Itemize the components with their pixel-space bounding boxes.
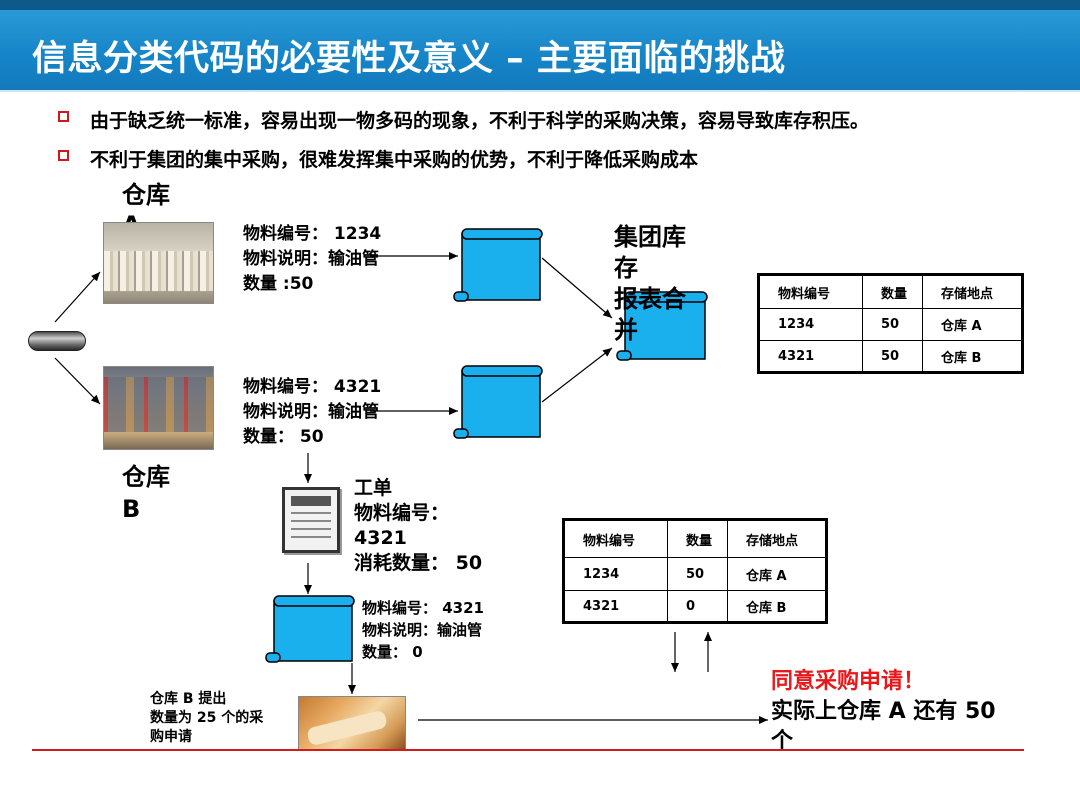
table-header-cell: 物料编号 [758,274,863,309]
table-cell: 仓库 A [922,308,1023,341]
approval-detail-line1: 实际上仓库 A 还有 50 [771,699,996,724]
arrow-scroll-a-to-report [541,257,613,319]
warehouse-b-label: 仓库 B [122,461,170,525]
table-header-cell: 存储地点 [922,274,1023,309]
group-report-label: 集团库 存 报表合 并 [614,222,686,346]
updated-material-code: 物料编号： 4321 [362,599,484,617]
arrow-source-to-b [54,357,101,405]
table-cell: 仓库 A [727,557,827,591]
table-cell: 1234 [563,557,668,591]
warehouse-b-record-updated: 物料编号： 4321 物料说明：输油管 数量： 0 [362,597,484,663]
table-header-row: 物料编号 数量 存储地点 [758,274,1023,309]
title-underline [0,90,1080,92]
work-order-title: 工单 [354,477,393,499]
table-header-cell: 数量 [862,274,923,309]
bullet-marker-2 [58,150,69,161]
approval-heading: 同意采购申请！ [771,669,926,694]
group-report-line3: 报表合 [614,285,686,313]
warehouse-b-label-line2: B [122,495,141,523]
table-cell: 0 [667,590,728,623]
group-report-line4: 并 [614,316,638,344]
work-order-text: 工单 物料编号： 4321 消耗数量： 50 [354,476,482,576]
signing-request-photo [298,696,406,751]
footer-divider [32,749,1024,751]
table-cell: 4321 [563,590,668,623]
arrow-source-to-a [54,271,101,323]
table-header-row: 物料编号 数量 存储地点 [563,519,827,558]
scroll-icon-b-updated [265,595,355,663]
table-cell: 50 [667,557,728,591]
purchase-request-line3: 购申请 [150,729,192,745]
scroll-icon-a [453,228,543,302]
table-cell: 仓库 B [922,340,1023,373]
top-strip [0,0,1080,10]
approval-note: 同意采购申请！ 实际上仓库 A 还有 50 个 [771,667,996,757]
table-row: 1234 50 仓库 A [758,308,1023,341]
warehouse-a-quantity: 数量 :50 [243,274,314,294]
work-order-code-value: 4321 [354,527,407,549]
table-cell: 50 [862,308,923,341]
warehouse-a-photo [103,222,214,304]
bullet-text-1: 由于缺乏统一标准，容易出现一物多码的现象，不利于科学的采购决策，容易导致库存积压… [90,110,870,132]
inventory-table-after: 物料编号 数量 存储地点 1234 50 仓库 A 4321 0 仓库 B [562,518,828,624]
warehouse-a-record: 物料编号： 1234 物料说明：输油管 数量 :50 [243,222,381,297]
warehouse-a-label-line1: 仓库 [122,181,170,209]
warehouse-a-material-code: 物料编号： 1234 [243,224,382,244]
inventory-table-before: 物料编号 数量 存储地点 1234 50 仓库 A 4321 50 仓库 B [757,273,1024,374]
table-header-cell: 物料编号 [563,519,668,558]
table-header-cell: 数量 [667,519,728,558]
scroll-icon-report [616,291,708,361]
purchase-request-text: 仓库 B 提出 数量为 25 个的采 购申请 [150,690,263,747]
table-header-cell: 存储地点 [727,519,827,558]
table-row: 4321 50 仓库 B [758,340,1023,373]
scroll-icon-b [453,365,543,439]
warehouse-b-material-desc: 物料说明：输油管 [243,402,379,422]
warehouse-a-material-desc: 物料说明：输油管 [243,249,379,269]
work-order-document-icon [282,487,340,553]
purchase-request-line2: 数量为 25 个的采 [150,710,264,726]
table-row: 1234 50 仓库 A [563,557,827,591]
table-cell: 4321 [758,340,863,373]
table-cell: 50 [862,340,923,373]
table-cell: 1234 [758,308,863,341]
arrow-scroll-b-to-report [541,347,613,403]
pipe-source-icon [28,331,86,351]
warehouse-b-photo [103,366,214,450]
table-row: 4321 0 仓库 B [563,590,827,623]
warehouse-b-material-code: 物料编号： 4321 [243,377,382,397]
updated-material-desc: 物料说明：输油管 [362,621,483,639]
bullet-marker-1 [58,111,69,122]
approval-detail-line2: 个 [771,729,794,754]
warehouse-b-quantity: 数量： 50 [243,427,324,447]
purchase-request-line1: 仓库 B 提出 [150,691,227,707]
warehouse-b-record: 物料编号： 4321 物料说明：输油管 数量： 50 [243,375,381,450]
slide-title: 信息分类代码的必要性及意义 – 主要面临的挑战 [32,39,786,79]
work-order-consumed: 消耗数量： 50 [354,552,483,574]
updated-quantity: 数量： 0 [362,643,423,661]
title-bar [0,10,1080,90]
table-cell: 仓库 B [727,590,827,623]
warehouse-b-label-line1: 仓库 [122,463,170,491]
bullet-text-2: 不利于集团的集中采购，很难发挥集中采购的优势，不利于降低采购成本 [90,149,699,171]
work-order-code-label: 物料编号： [354,502,450,524]
group-report-line1: 集团库 [614,223,686,251]
group-report-line2: 存 [614,254,638,282]
